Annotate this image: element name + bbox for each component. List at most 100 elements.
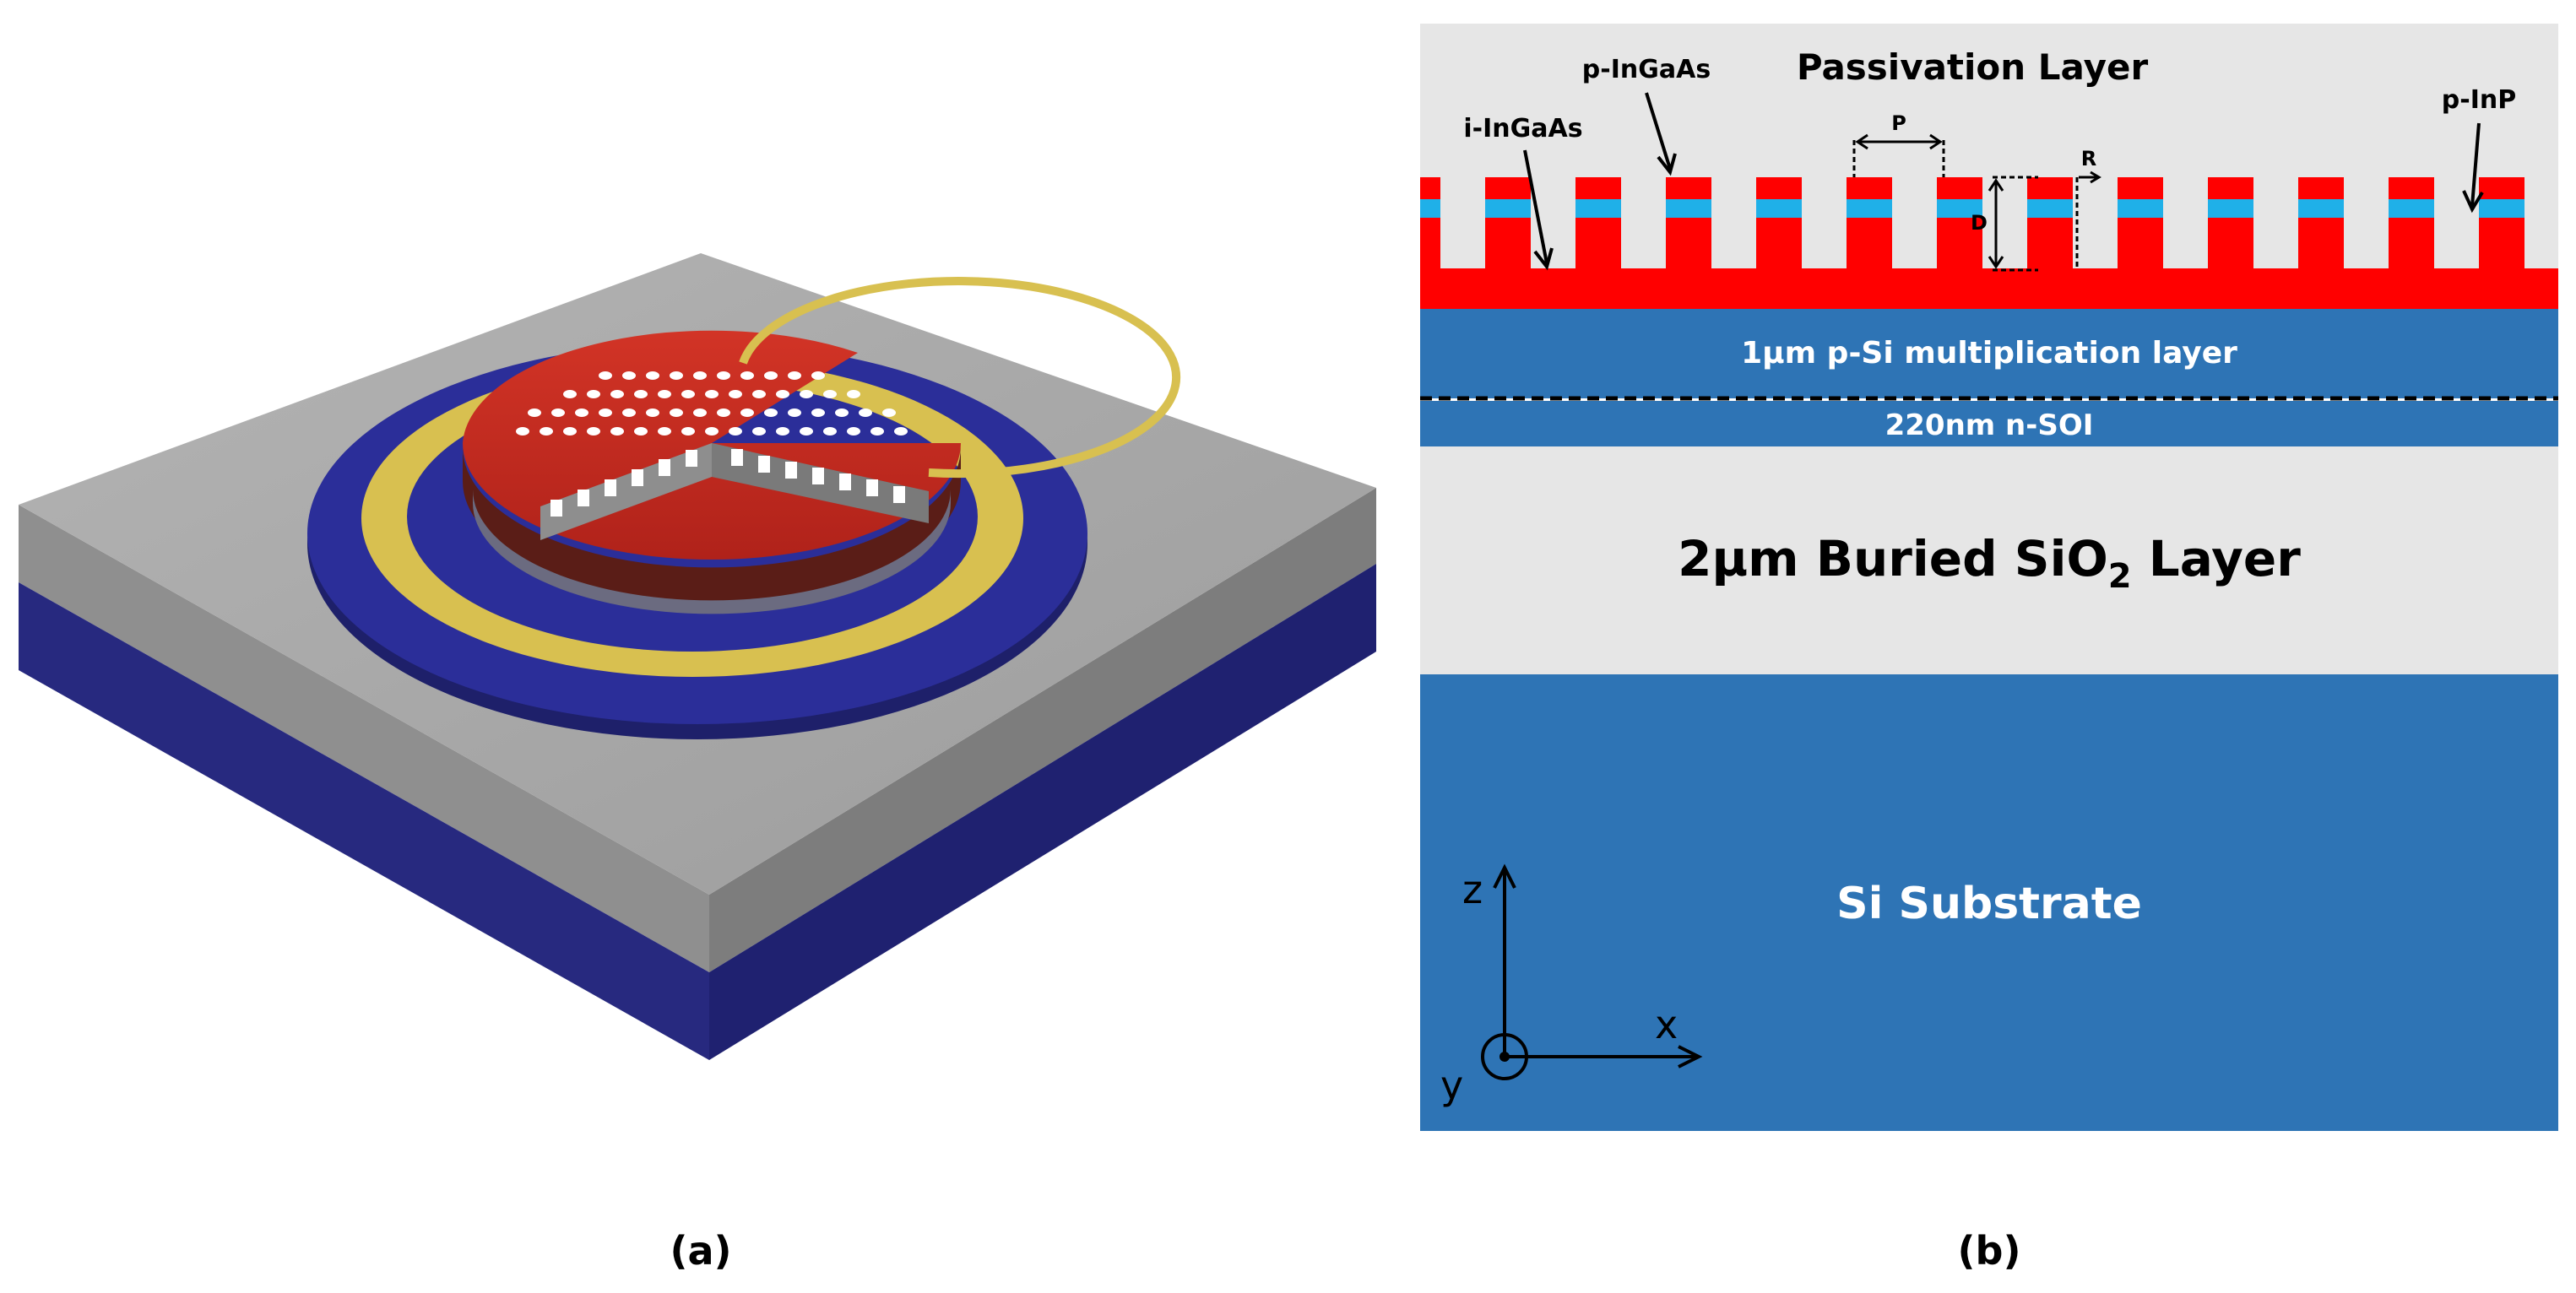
grating-pillar-ingaas-band xyxy=(2389,199,2434,218)
hole xyxy=(563,427,577,436)
hole xyxy=(847,427,860,436)
device-contact-ring xyxy=(739,277,1181,479)
grating-pillar xyxy=(1937,177,1982,270)
hole xyxy=(540,427,553,436)
dimension-depth xyxy=(1988,176,2038,272)
grating-pillar xyxy=(2479,177,2524,270)
grating-pillar-ingaas-band xyxy=(1420,199,1440,218)
label-buried-oxide: 2µm Buried SiO2 Layer xyxy=(1678,530,2301,596)
grating-pillar-ingaas-band xyxy=(2208,199,2253,218)
label-p-inp: p-InP xyxy=(2442,85,2516,115)
label-p-ingaas: p-InGaAs xyxy=(1582,55,1711,84)
hole xyxy=(670,408,683,417)
caption-b: (b) xyxy=(1958,1228,2021,1274)
hole xyxy=(800,390,813,398)
hole xyxy=(693,408,707,417)
hole xyxy=(823,427,837,436)
hole xyxy=(752,390,766,398)
substrate-layer xyxy=(1420,674,2558,1131)
hole xyxy=(575,408,588,417)
hole xyxy=(563,390,577,398)
hole xyxy=(670,371,683,380)
hole xyxy=(870,427,884,436)
hole xyxy=(622,371,636,380)
label-soi: 220nm n-SOI xyxy=(1885,408,2094,442)
axis-label-y: y xyxy=(1440,1063,1463,1108)
grating-pillar xyxy=(1485,177,1531,270)
hole xyxy=(610,427,624,436)
grating-pillar-ingaas-band xyxy=(2298,199,2344,218)
hole xyxy=(646,371,659,380)
hole xyxy=(740,371,754,380)
hole xyxy=(729,427,742,436)
hole xyxy=(740,408,754,417)
label-period: P xyxy=(1891,111,1906,135)
grating-pillar xyxy=(1666,177,1711,270)
hole xyxy=(634,390,648,398)
grating-pillar xyxy=(1420,177,1440,270)
hole xyxy=(622,408,636,417)
label-substrate: Si Substrate xyxy=(1836,879,2142,929)
panel-a-device-render xyxy=(19,253,1376,1060)
inp-base xyxy=(1420,268,2558,309)
hole xyxy=(705,427,719,436)
hole xyxy=(693,371,707,380)
hole xyxy=(599,371,612,380)
hole xyxy=(811,408,825,417)
dimension-period xyxy=(1852,133,1945,177)
axis-label-z: z xyxy=(1462,867,1483,912)
grating-pillar-ingaas-band xyxy=(1756,199,1802,218)
hole xyxy=(788,371,801,380)
cutout-pillars xyxy=(550,449,905,517)
hole xyxy=(776,390,789,398)
grating-pillar xyxy=(2389,177,2434,270)
hole xyxy=(882,408,896,417)
hole-array xyxy=(516,371,908,436)
dimension-radius xyxy=(2075,170,2101,270)
annotation-arrows xyxy=(1523,92,2484,271)
mesa-side-wall xyxy=(463,447,961,602)
grating-pillar-ingaas-band xyxy=(2027,199,2073,218)
multiplication-layer xyxy=(1420,309,2558,398)
hole xyxy=(599,408,612,417)
grating-pillar-ingaas-band xyxy=(2118,199,2163,218)
grating-pillar-ingaas-band xyxy=(1575,199,1621,218)
label-passivation: Passivation Layer xyxy=(1797,46,2149,88)
hole xyxy=(823,390,837,398)
grating-pillar xyxy=(1575,177,1621,270)
hole xyxy=(658,427,671,436)
hole xyxy=(551,408,565,417)
hole xyxy=(717,408,730,417)
label-radius: R xyxy=(2081,147,2096,170)
hole xyxy=(835,408,849,417)
hole xyxy=(811,371,825,380)
grating-pillar xyxy=(2118,177,2163,270)
label-depth: D xyxy=(1971,211,1988,235)
hole xyxy=(610,390,624,398)
caption-a: (a) xyxy=(670,1228,731,1274)
hole xyxy=(646,408,659,417)
hole xyxy=(634,427,648,436)
hole xyxy=(894,427,908,436)
slab-right-navy xyxy=(709,564,1376,1060)
hole xyxy=(681,390,695,398)
slab-right-gray xyxy=(709,488,1376,972)
hole xyxy=(859,408,872,417)
soi-layer xyxy=(1420,401,2558,446)
hole xyxy=(516,427,529,436)
hole xyxy=(764,371,778,380)
hole xyxy=(717,371,730,380)
label-multiplication: 1µm p-Si multiplication layer xyxy=(1741,336,2237,371)
axis-label-x: x xyxy=(1655,1002,1678,1047)
hole xyxy=(800,427,813,436)
grating-pillar-ingaas-band xyxy=(1666,199,1711,218)
grating-pillar xyxy=(2208,177,2253,270)
grating-pillar xyxy=(1756,177,1802,270)
hole xyxy=(776,427,789,436)
slab-left-gray xyxy=(19,505,709,972)
hole xyxy=(528,408,541,417)
hole xyxy=(587,390,600,398)
hole xyxy=(847,390,860,398)
hole xyxy=(752,427,766,436)
